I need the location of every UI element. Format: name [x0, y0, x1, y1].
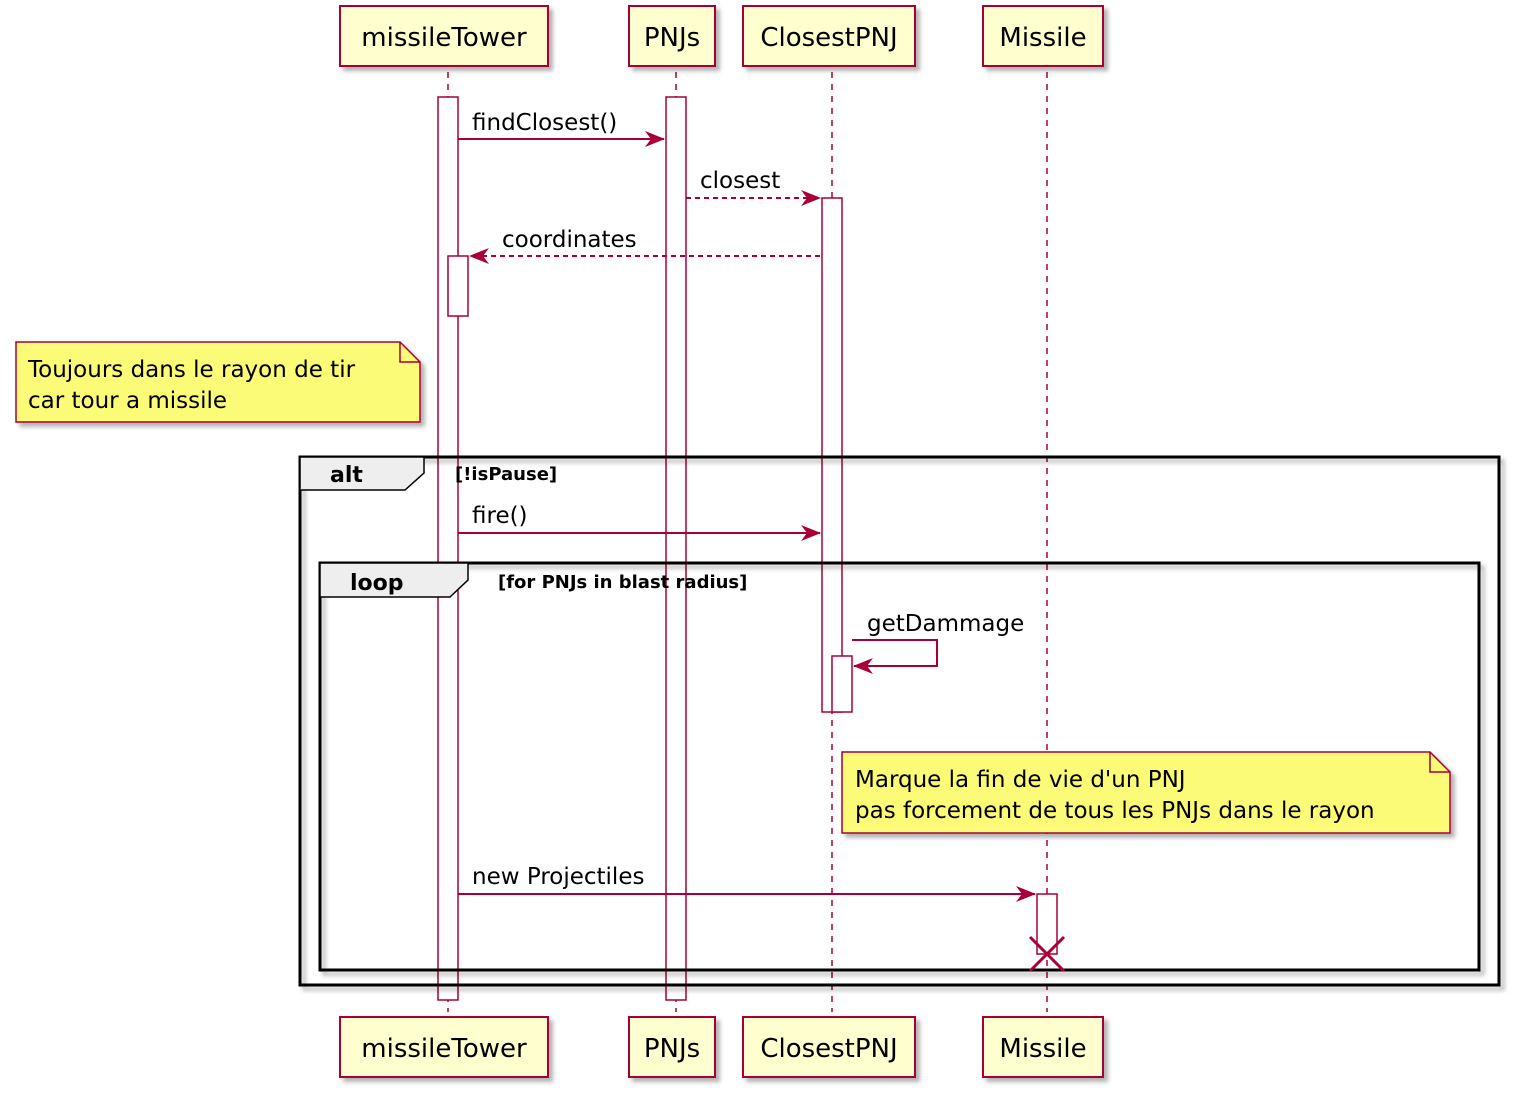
participant-missile-bottom: Missile — [982, 1016, 1104, 1078]
participant-label: ClosestPNJ — [760, 1034, 897, 1064]
participant-label: Missile — [999, 23, 1086, 53]
note-line-2: car tour a missile — [28, 388, 227, 414]
fragment-keyword: loop — [350, 571, 404, 596]
fragment-condition: [for PNJs in blast radius] — [498, 572, 747, 593]
message-label: fire() — [472, 503, 528, 529]
fragment-condition: [!isPause] — [455, 464, 557, 485]
participant-missile-top: Missile — [982, 5, 1104, 67]
message-fire: fire() — [458, 503, 821, 541]
note-range: Toujours dans le rayon de tir car tour a… — [15, 341, 421, 423]
fragment-loop: loop [for PNJs in blast radius] — [318, 561, 1481, 972]
message-label: closest — [700, 168, 780, 194]
participant-label: ClosestPNJ — [760, 23, 897, 53]
message-label: new Projectiles — [472, 864, 644, 890]
note-line-1: Marque la fin de vie d'un PNJ — [855, 767, 1186, 793]
message-label: coordinates — [502, 227, 637, 253]
destroy-icon — [1028, 935, 1066, 973]
fragment-alt: alt [!isPause] — [298, 455, 1501, 987]
participant-closest-pnj-top: ClosestPNJ — [742, 5, 916, 67]
message-get-dammage: getDammage — [852, 611, 1024, 674]
participant-label: missileTower — [361, 1034, 527, 1064]
participant-missile-tower-top: missileTower — [339, 5, 549, 67]
activation-pnjs — [665, 96, 687, 1001]
message-new-projectiles: new Projectiles — [458, 864, 1036, 902]
message-find-closest: findClosest() — [458, 110, 665, 147]
participant-pnjs-bottom: PNJs — [628, 1016, 716, 1078]
note-line-1: Toujours dans le rayon de tir — [27, 357, 356, 383]
activation-missile-tower — [437, 96, 459, 1001]
participant-pnjs-top: PNJs — [628, 5, 716, 67]
participant-closest-pnj-bottom: ClosestPNJ — [742, 1016, 916, 1078]
message-label: findClosest() — [472, 110, 617, 136]
participant-label: PNJs — [644, 1034, 700, 1064]
activation-missile-tower-return — [447, 255, 469, 317]
fragment-keyword: alt — [330, 463, 363, 488]
participant-missile-tower-bottom: missileTower — [339, 1016, 549, 1078]
participant-label: Missile — [999, 1034, 1086, 1064]
note-line-2: pas forcement de tous les PNJs dans le r… — [855, 798, 1375, 824]
activation-closest-pnj — [821, 197, 843, 713]
message-label: getDammage — [867, 611, 1024, 637]
message-closest: closest — [686, 168, 821, 206]
participant-label: PNJs — [644, 23, 700, 53]
note-death: Marque la fin de vie d'un PNJ pas forcem… — [841, 751, 1451, 834]
message-coordinates: coordinates — [469, 227, 820, 264]
participant-label: missileTower — [361, 23, 527, 53]
activation-closest-pnj-self — [831, 655, 853, 713]
